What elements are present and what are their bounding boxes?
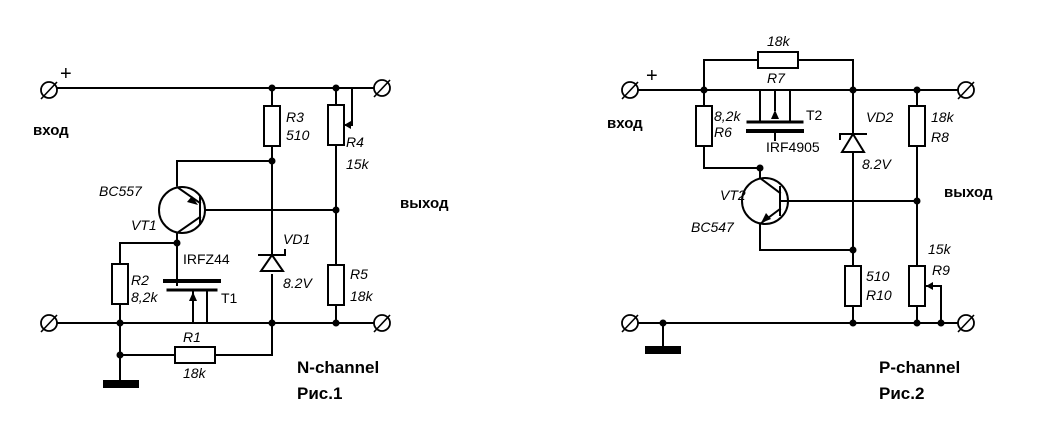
fig1-input-plus-terminal <box>40 81 58 100</box>
fig1-r4-wiper-arrow <box>344 121 353 129</box>
fig2-vd2-value: 8.2V <box>862 156 892 172</box>
fig1-plus-sign: + <box>60 63 72 85</box>
fig1-t1-name: T1 <box>221 290 238 306</box>
fig2-plus-sign: + <box>646 65 658 87</box>
fig1-t1-mosfet <box>163 279 221 301</box>
fig2-r9-value: 15k <box>928 241 952 257</box>
fig1-r5-value: 18k <box>350 288 374 304</box>
fig2-t2-mosfet <box>746 110 804 133</box>
fig2-wires <box>636 59 964 349</box>
fig2-vt2-transistor <box>741 176 791 226</box>
fig1-vd1-value: 8.2V <box>283 275 313 291</box>
fig2-output-minus-terminal <box>957 314 975 333</box>
fig1-vd1-name: VD1 <box>283 231 310 247</box>
fig1-r1-resistor <box>174 346 216 364</box>
fig1-r4-value: 15k <box>346 156 370 172</box>
fig2-r10-resistor <box>844 265 862 307</box>
fig2-vd2-name: VD2 <box>866 109 893 125</box>
fig2-r8-value: 18k <box>931 109 955 125</box>
fig1-r5-name: R5 <box>350 266 368 282</box>
fig1-r3-name: R3 <box>286 109 304 125</box>
fig2-r10-value: 510 <box>866 268 890 284</box>
fig2-junctions <box>659 86 945 327</box>
fig2-input-label: вход <box>607 115 643 132</box>
fig1-r1-name: R1 <box>183 329 201 345</box>
fig1-junctions <box>116 84 340 359</box>
fig1-input-label: вход <box>33 122 69 139</box>
fig2-r7-resistor <box>757 51 799 69</box>
fig1-vd1-zener-diode <box>258 249 286 272</box>
fig1-r3-value: 510 <box>286 127 310 143</box>
fig2-r9-wiper-arrow <box>925 282 942 290</box>
fig2-r7-value: 18k <box>767 33 791 49</box>
fig1-r5-resistor <box>327 264 345 306</box>
fig1-vt1-name: VT1 <box>131 217 157 233</box>
fig2-r10-name: R10 <box>866 287 892 303</box>
fig2-r7-name: R7 <box>767 70 786 86</box>
fig1-output-minus-terminal <box>373 314 391 333</box>
fig1-caption-number: Рис.1 <box>297 384 342 403</box>
fig2-vd2-zener-diode <box>839 132 867 153</box>
fig2-vt2-part: BC547 <box>691 219 735 235</box>
fig2-caption-type: P-channel <box>879 358 960 377</box>
figure-2: + 18k R7 8,2k R6 T2 IRF4905 VT2 BC547 <box>607 33 993 403</box>
fig1-input-minus-terminal <box>40 314 58 333</box>
fig1-r4-potentiometer <box>327 104 345 146</box>
fig2-r8-resistor <box>908 105 926 147</box>
fig2-r6-value: 8,2k <box>714 108 741 124</box>
fig1-caption-type: N-channel <box>297 358 379 377</box>
fig1-r4-name: R4 <box>346 134 364 150</box>
fig1-output-label: выход <box>400 195 449 212</box>
fig2-t2-part: IRF4905 <box>766 139 820 155</box>
figure-1: + R3 510 R4 15k R5 18k R2 8,2k R1 18k <box>33 63 449 403</box>
fig2-r6-name: R6 <box>714 124 732 140</box>
fig1-r3-resistor <box>263 105 281 147</box>
fig2-input-plus-terminal <box>621 81 639 100</box>
fig1-r2-name: R2 <box>131 272 149 288</box>
fig1-r1-value: 18k <box>183 365 207 381</box>
fig2-r6-resistor <box>695 105 713 147</box>
fig2-input-minus-terminal <box>621 314 639 333</box>
fig2-vt2-name: VT2 <box>720 187 746 203</box>
fig2-r9-name: R9 <box>932 262 950 278</box>
fig2-t2-name: T2 <box>806 107 823 123</box>
fig1-ground-symbol <box>103 380 139 388</box>
fig1-t1-part: IRFZ44 <box>183 251 230 267</box>
fig2-r8-name: R8 <box>931 129 949 145</box>
fig2-r9-potentiometer <box>908 265 926 307</box>
fig1-vt1-transistor <box>158 185 206 235</box>
fig1-r2-resistor <box>111 263 129 305</box>
fig2-caption-number: Рис.2 <box>879 384 924 403</box>
fig2-output-plus-terminal <box>957 81 975 100</box>
fig1-r2-value: 8,2k <box>131 289 158 305</box>
fig2-ground-symbol <box>645 346 681 354</box>
fig1-vt1-part: BC557 <box>99 183 143 199</box>
fig2-output-label: выход <box>944 184 993 201</box>
fig1-output-plus-terminal <box>373 79 391 98</box>
